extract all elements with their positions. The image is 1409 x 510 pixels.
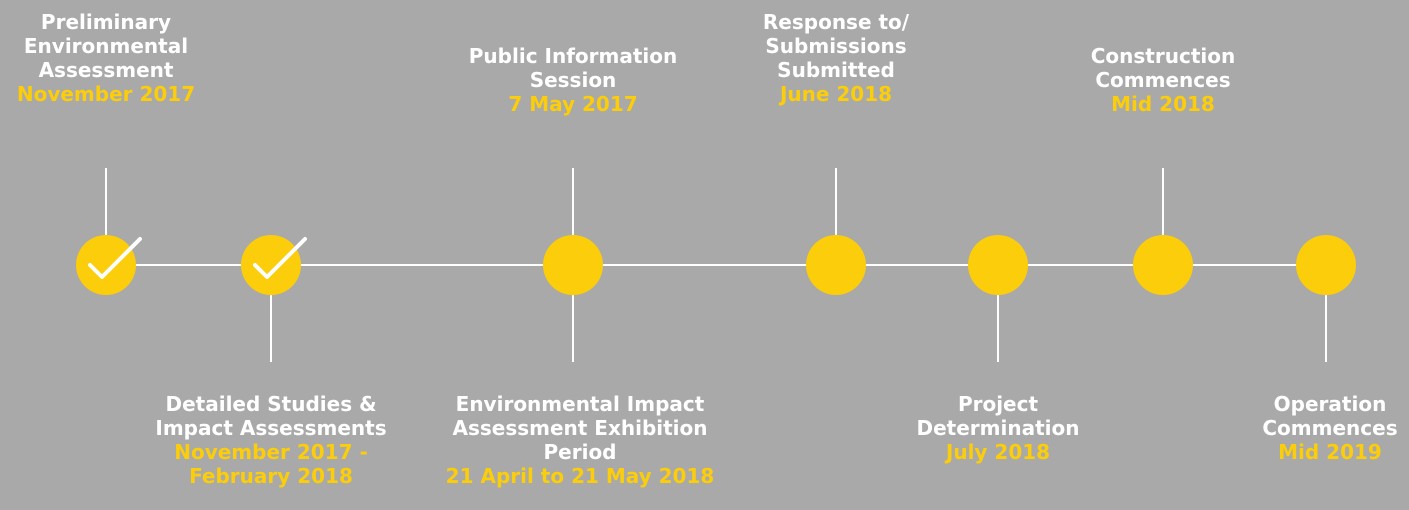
milestone-date-line: November 2017 bbox=[16, 82, 196, 106]
milestone-node bbox=[806, 235, 866, 295]
milestone-title-line: Submitted bbox=[777, 58, 895, 82]
milestone-date-line: February 2018 bbox=[189, 464, 353, 488]
checkmark-icon bbox=[88, 237, 142, 279]
milestone-stem bbox=[1325, 295, 1327, 362]
milestone-title-line: Environmental bbox=[23, 34, 189, 58]
milestone-title-line: Assessment bbox=[38, 58, 174, 82]
milestone-title-line: Submissions bbox=[765, 34, 907, 58]
checkmark-icon bbox=[253, 237, 307, 279]
milestone-stem bbox=[835, 168, 837, 235]
milestone-title-line: Determination bbox=[916, 416, 1080, 440]
milestone-node-completed bbox=[76, 235, 142, 295]
milestone-title-line: Impact Assessments bbox=[155, 416, 387, 440]
milestone-stem bbox=[270, 295, 272, 362]
milestone-stem bbox=[105, 168, 107, 235]
milestone-date-line: 7 May 2017 bbox=[508, 92, 638, 116]
timeline-track bbox=[106, 264, 1326, 266]
milestone-node bbox=[968, 235, 1028, 295]
milestone-title-line: Construction bbox=[1090, 44, 1236, 68]
milestone-stem bbox=[997, 295, 999, 362]
milestone-stem bbox=[572, 168, 574, 235]
milestone-node bbox=[543, 235, 603, 295]
milestone-title-line: Period bbox=[543, 440, 617, 464]
milestone-date-line: July 2018 bbox=[945, 440, 1051, 464]
milestone-date-line: Mid 2018 bbox=[1111, 92, 1215, 116]
milestone-title-line: Preliminary bbox=[40, 10, 172, 34]
milestone-title-line: Detailed Studies & bbox=[165, 392, 377, 416]
milestone-title-line: Commences bbox=[1262, 416, 1398, 440]
milestone-title-line: Commences bbox=[1095, 68, 1231, 92]
milestone-title-line: Public Information bbox=[468, 44, 678, 68]
milestone-title-line: Response to/ bbox=[762, 10, 910, 34]
milestone-stem bbox=[1162, 168, 1164, 235]
milestone-node-completed bbox=[241, 235, 307, 295]
milestone-date-line: 21 April to 21 May 2018 bbox=[445, 464, 715, 488]
milestone-node bbox=[1133, 235, 1193, 295]
milestone-date-line: November 2017 - bbox=[174, 440, 368, 464]
milestone-date-line: June 2018 bbox=[779, 82, 893, 106]
milestone-date-line: Mid 2019 bbox=[1278, 440, 1382, 464]
milestone-node bbox=[1296, 235, 1356, 295]
milestone-title-line: Environmental Impact bbox=[455, 392, 705, 416]
milestone-title-line: Operation bbox=[1273, 392, 1387, 416]
milestone-title-line: Session bbox=[529, 68, 617, 92]
milestone-title-line: Assessment Exhibition bbox=[452, 416, 708, 440]
milestone-title-line: Project bbox=[957, 392, 1039, 416]
milestone-stem bbox=[572, 295, 574, 362]
